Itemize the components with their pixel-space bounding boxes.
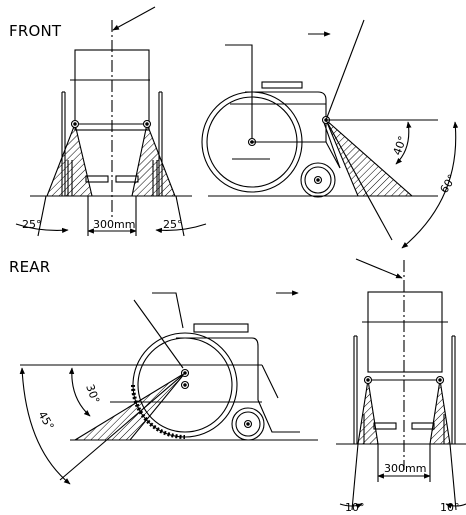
front-view-label: FRONT — [9, 22, 62, 40]
rear-view — [336, 258, 466, 511]
front-view — [15, 6, 207, 237]
side-view-top — [201, 19, 459, 249]
rear-view-label: REAR — [9, 258, 51, 276]
side-top-upper-angle-label: 40° — [391, 134, 410, 157]
side-top-cone — [325, 119, 414, 197]
side-bottom-cone — [73, 372, 186, 441]
side-view-bottom — [19, 290, 318, 485]
front-pointer-arrow — [112, 6, 156, 31]
rear-right-angle-label: 10° — [440, 501, 460, 514]
front-width-label: 300mm — [93, 218, 135, 231]
rear-right-cone — [429, 379, 451, 445]
front-left-cone — [46, 122, 93, 197]
rear-left-cone — [357, 379, 379, 445]
front-left-angle-label: 25° — [22, 218, 42, 231]
side-bottom-upper-angle-label: 30° — [83, 383, 102, 406]
rear-width-label: 300mm — [384, 462, 426, 475]
front-right-angle-label: 25° — [163, 218, 183, 231]
rear-left-angle-label: 10° — [345, 501, 365, 514]
side-bottom-lower-angle-label: 45° — [35, 409, 56, 432]
side-top-lower-angle-label: 60° — [438, 172, 459, 195]
